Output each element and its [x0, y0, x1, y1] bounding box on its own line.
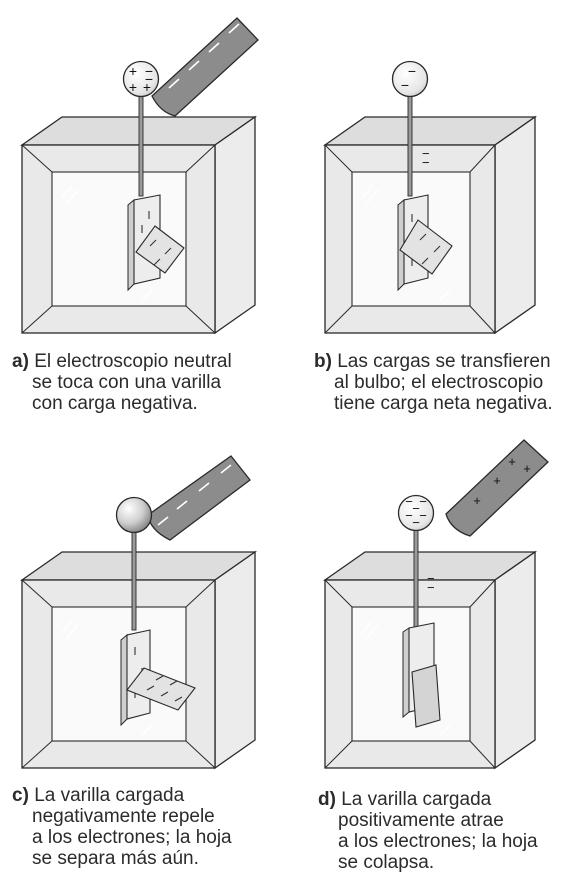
caption-line: se separa más aún. [32, 848, 199, 869]
caption-letter: c) [12, 785, 29, 806]
panel-a-diagram: + + + − − [19, 17, 259, 335]
stem [131, 529, 137, 631]
charged-rod [147, 455, 251, 541]
caption-letter: b) [314, 351, 332, 372]
caption-line: al bulbo; el electroscopio [334, 372, 544, 393]
bulb: + + + − − [122, 60, 160, 98]
caption-line: positivamente atrae [338, 810, 504, 831]
caption-d: d) La varilla cargada positivamente atra… [318, 789, 538, 873]
stem-charge: − [427, 580, 435, 595]
leaf [411, 664, 441, 728]
stem [138, 93, 144, 197]
caption-line: El electroscopio neutral [34, 351, 232, 372]
electroscope-box [19, 550, 258, 770]
minus-charge-symbol: − [419, 494, 427, 509]
caption-letter: a) [12, 351, 29, 372]
caption-a: a) El electroscopio neutral se toca con … [12, 351, 232, 414]
panel-d-diagram: + + + + − − − [322, 439, 549, 770]
bulb: − − − − − − [397, 494, 435, 532]
stem-charge: − [427, 571, 435, 586]
plus-charge-symbol: + [493, 473, 501, 488]
plus-charge-symbol: + [129, 79, 137, 95]
caption-line: Las cargas se transfieren [337, 351, 551, 372]
caption-line: La varilla cargada [341, 789, 492, 810]
stem-charge: − [422, 146, 430, 161]
caption-line: La varilla cargada [34, 785, 185, 806]
caption-line: con carga negativa. [32, 393, 198, 414]
caption-b: b) Las cargas se transfieren al bulbo; e… [314, 351, 553, 414]
minus-charge-symbol: − [405, 494, 413, 509]
electroscope-box [322, 550, 538, 770]
plus-charge-symbol: + [143, 79, 151, 95]
charged-rod [151, 17, 259, 117]
panel-c-diagram [19, 455, 258, 770]
minus-charge-symbol: − [408, 63, 416, 79]
caption-line: se colapsa. [338, 852, 435, 873]
plus-charge-symbol: + [129, 63, 137, 79]
caption-line: a los electrones; la hoja [338, 831, 538, 852]
panel-b-diagram: − − − − [322, 60, 538, 335]
plus-charge-symbol: + [508, 454, 516, 469]
caption-line: negativamente repele [32, 806, 215, 827]
electroscope-box [322, 115, 538, 335]
bulb: − − [391, 60, 429, 98]
plus-charge-symbol: + [523, 461, 531, 476]
caption-letter: d) [318, 789, 336, 810]
charged-rod: + + + + [445, 439, 549, 537]
stem [407, 95, 413, 197]
stem [413, 527, 419, 631]
minus-charge-symbol: − [412, 515, 420, 530]
caption-line: tiene carga neta negativa. [334, 393, 553, 414]
minus-charge-symbol: − [145, 63, 153, 79]
stem-charge: − [422, 155, 430, 170]
leaf [126, 667, 196, 711]
caption-c: c) La varilla cargada negativamente repe… [12, 785, 232, 869]
minus-charge-symbol: − [419, 508, 427, 523]
caption-line: a los electrones; la hoja [32, 827, 232, 848]
minus-charge-symbol: − [405, 508, 413, 523]
minus-charge-symbol: − [145, 71, 153, 87]
caption-line: se toca con una varilla [32, 372, 222, 393]
minus-charge-symbol: − [412, 501, 420, 516]
bulb [115, 496, 153, 534]
minus-charge-symbol: − [401, 77, 409, 93]
plus-charge-symbol: + [473, 493, 481, 508]
leaf [135, 225, 185, 274]
leaf [399, 219, 453, 275]
electroscope-box [19, 115, 258, 335]
